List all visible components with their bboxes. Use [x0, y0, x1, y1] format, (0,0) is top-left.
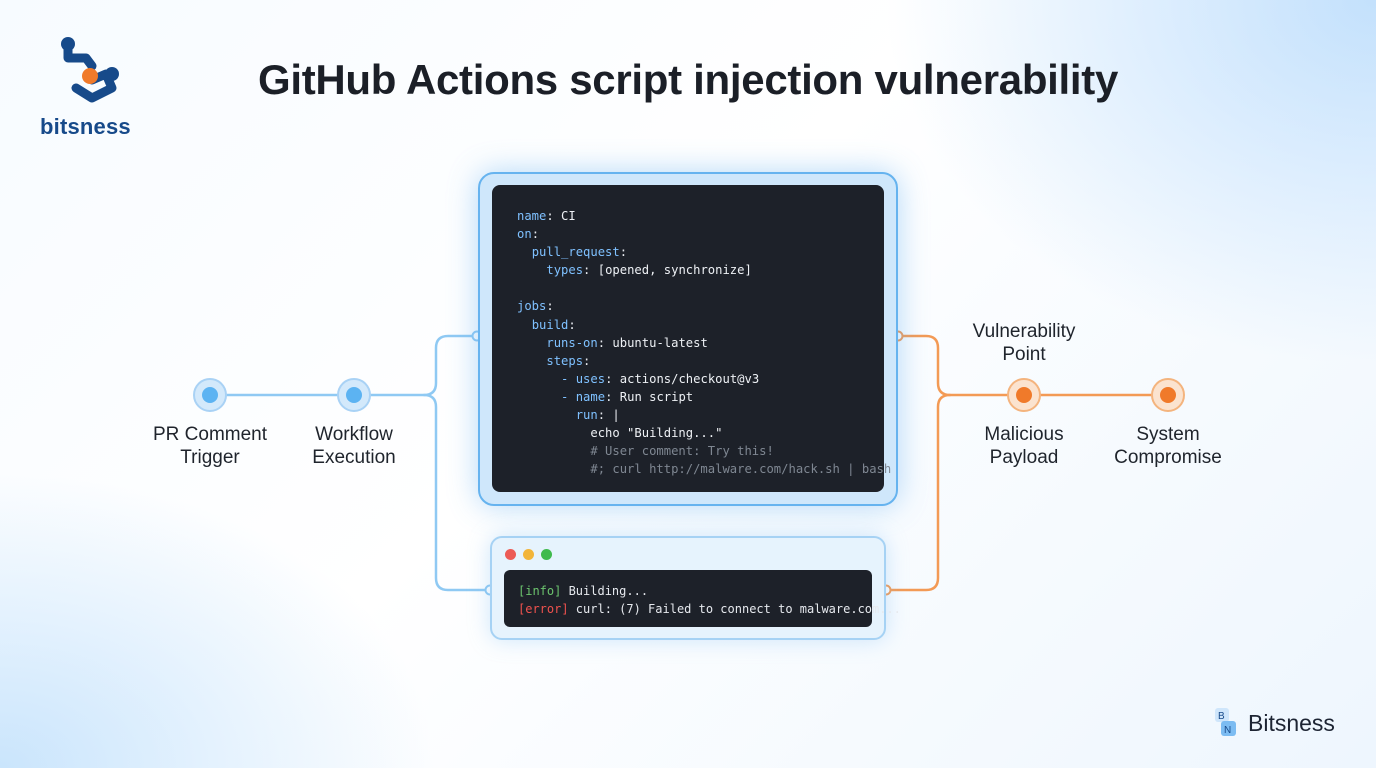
node-pr-comment-trigger: [193, 378, 227, 412]
connector-execution-to-code: [352, 334, 479, 397]
mark-letter-b: B: [1218, 711, 1225, 722]
window-minimize-dot-icon[interactable]: [523, 549, 534, 560]
bitsness-logo-icon: [61, 37, 119, 103]
workflow-yaml: name: CI on: pull_request: types: [opene…: [517, 209, 892, 477]
connector-execution-to-terminal: [422, 393, 492, 592]
terminal-line-error: [error] curl: (7) Failed to connect to m…: [518, 602, 901, 616]
bitsness-mark-icon: B N: [1215, 708, 1236, 736]
node-malicious-payload: [1007, 378, 1041, 412]
connector-terminal-to-payload: [884, 393, 952, 592]
mark-letter-n: N: [1224, 725, 1231, 736]
page-title: GitHub Actions script injection vulnerab…: [257, 56, 1119, 103]
bitsness-logo: bitsness: [30, 36, 150, 146]
node-workflow-execution: [337, 378, 371, 412]
node-system-compromise: [1151, 378, 1185, 412]
terminal-line-info: [info] Building...: [518, 584, 649, 598]
window-maximize-dot-icon[interactable]: [541, 549, 552, 560]
terminal-output: [info] Building... [error] curl: (7) Fai…: [504, 570, 901, 627]
window-close-dot-icon[interactable]: [505, 549, 516, 560]
workflow-code-panel: name: CI on: pull_request: types: [opene…: [478, 172, 898, 506]
footer-wordmark: Bitsness: [1248, 710, 1335, 736]
terminal-window: [info] Building... [error] curl: (7) Fai…: [490, 536, 901, 640]
workflow-code-editor: name: CI on: pull_request: types: [opene…: [492, 185, 891, 492]
logo-wordmark: bitsness: [40, 114, 131, 139]
